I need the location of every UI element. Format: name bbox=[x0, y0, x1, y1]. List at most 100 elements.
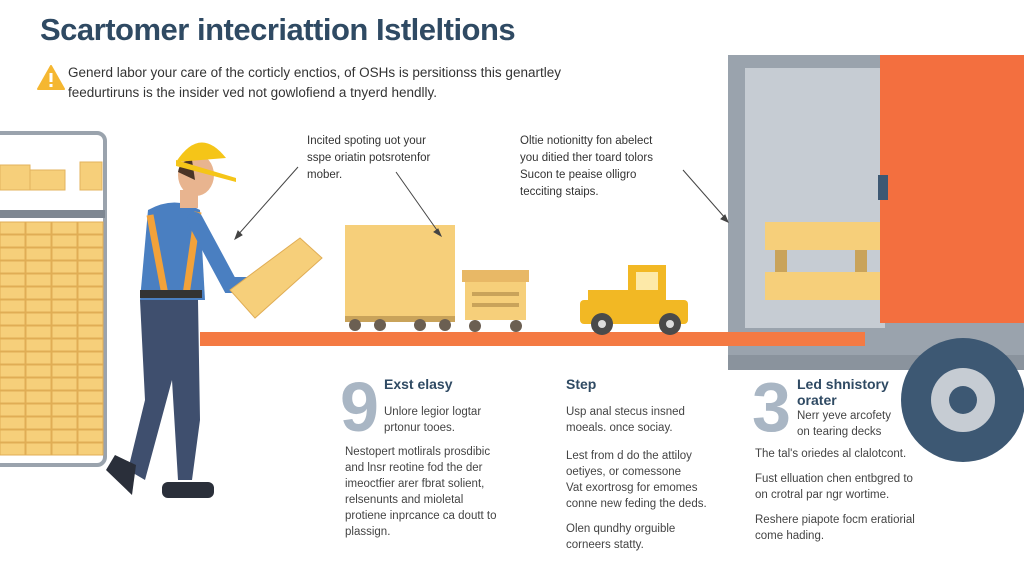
rack-box bbox=[25, 338, 52, 352]
rack-box bbox=[77, 429, 104, 443]
rack-box bbox=[0, 351, 26, 365]
rack-box bbox=[51, 364, 78, 378]
column-paragraph: The tal's oriedes al clalotcont. bbox=[755, 448, 907, 460]
rack-box bbox=[51, 273, 78, 287]
rack-box bbox=[77, 221, 104, 235]
rack-box bbox=[25, 403, 52, 417]
rack-box bbox=[25, 377, 52, 391]
conveyor-belt bbox=[200, 332, 865, 346]
rack-box bbox=[77, 247, 104, 261]
intro-text: Generd labor your care of the corticly e… bbox=[68, 63, 608, 103]
rack-box bbox=[25, 364, 52, 378]
rack-box bbox=[25, 442, 52, 456]
rack-box bbox=[77, 312, 104, 326]
rack-box bbox=[0, 286, 26, 300]
pallet-in-trailer bbox=[765, 222, 880, 300]
column-heading: orater bbox=[797, 392, 837, 408]
callout-line: you ditied ther toard tolors bbox=[520, 152, 653, 164]
warning-icon bbox=[37, 65, 65, 90]
rack-box bbox=[77, 338, 104, 352]
rack-box bbox=[77, 234, 104, 248]
rack-box bbox=[51, 403, 78, 417]
intro-line: feedurtiruns is the insider ved not gowl… bbox=[68, 85, 437, 100]
rack-box bbox=[77, 364, 104, 378]
callout-arrows bbox=[234, 166, 729, 241]
rack-box bbox=[51, 312, 78, 326]
rack-box bbox=[0, 247, 26, 261]
rack-box bbox=[77, 286, 104, 300]
rack-box bbox=[25, 325, 52, 339]
rack-box bbox=[77, 325, 104, 339]
rack-box bbox=[51, 286, 78, 300]
rack-box bbox=[77, 403, 104, 417]
rack-box bbox=[0, 429, 26, 443]
rack-box bbox=[25, 273, 52, 287]
rack-box bbox=[77, 299, 104, 313]
column-3-paragraphs: The tal's oriedes al clalotcont. Fust el… bbox=[755, 446, 915, 553]
callout-line: Sucon te peaise olligro bbox=[520, 169, 637, 181]
rack-box bbox=[25, 416, 52, 430]
rack-box bbox=[25, 351, 52, 365]
rack-box bbox=[51, 221, 78, 235]
rack-box bbox=[0, 312, 26, 326]
rack-box bbox=[77, 351, 104, 365]
step-number: 3 bbox=[752, 368, 791, 446]
rack-box bbox=[0, 221, 26, 235]
rack-box bbox=[0, 299, 26, 313]
step-number: 9 bbox=[340, 368, 379, 446]
callout-line: sspe oriatin potsrotenfor bbox=[307, 152, 431, 164]
rack-box bbox=[0, 364, 26, 378]
truck-trailer bbox=[728, 55, 1024, 462]
crate bbox=[462, 270, 529, 332]
rack-box bbox=[25, 234, 52, 248]
rack-box bbox=[51, 416, 78, 430]
rack-box bbox=[77, 273, 104, 287]
column-heading: Led shnistory bbox=[797, 376, 889, 392]
column-heading: Step bbox=[566, 376, 597, 392]
rack-box bbox=[51, 260, 78, 274]
rack-box bbox=[0, 260, 26, 274]
rack-box bbox=[77, 390, 104, 404]
rack-box bbox=[0, 273, 26, 287]
rack-box bbox=[25, 260, 52, 274]
rack-box bbox=[51, 325, 78, 339]
rack-box bbox=[51, 351, 78, 365]
callout-line: Incited spoting uot your bbox=[307, 135, 426, 147]
rack-box bbox=[51, 299, 78, 313]
rack-box bbox=[77, 260, 104, 274]
rack-box bbox=[25, 221, 52, 235]
rack-box bbox=[51, 390, 78, 404]
rack-box bbox=[0, 234, 26, 248]
rack-box bbox=[51, 442, 78, 456]
column-heading: Exst elasy bbox=[384, 376, 453, 392]
rack-box bbox=[51, 234, 78, 248]
intro-line: Generd labor your care of the corticly e… bbox=[68, 65, 561, 80]
rack-box bbox=[51, 429, 78, 443]
rack-box bbox=[25, 312, 52, 326]
callout-left: Incited spoting uot your sspe oriatin po… bbox=[307, 133, 430, 184]
cargo-box bbox=[345, 225, 455, 331]
forklift-truck bbox=[580, 265, 688, 335]
rack-box bbox=[51, 377, 78, 391]
rack-box bbox=[0, 403, 26, 417]
rack-box bbox=[25, 299, 52, 313]
rack-box bbox=[77, 442, 104, 456]
page-title: Scartomer intecriattion Istleltions bbox=[40, 12, 516, 47]
rack-box bbox=[77, 377, 104, 391]
rack-box bbox=[25, 390, 52, 404]
rack-box bbox=[77, 416, 104, 430]
rack-box bbox=[25, 429, 52, 443]
rack-box bbox=[0, 338, 26, 352]
rack-box bbox=[0, 442, 26, 456]
worker bbox=[106, 142, 323, 498]
